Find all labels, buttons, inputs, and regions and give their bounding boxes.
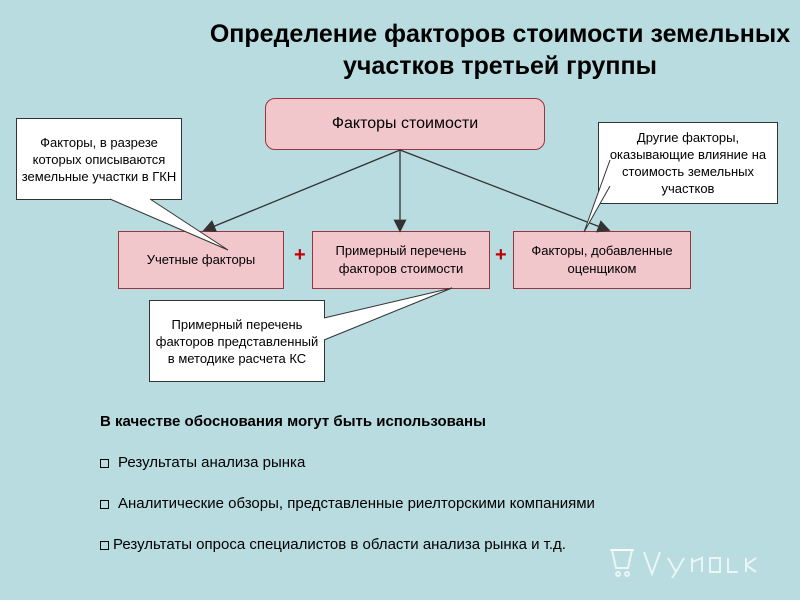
callout-methodology-list: Примерный перечень факторов представленн…: [149, 300, 325, 382]
justification-item-text: Результаты анализа рынка: [118, 454, 306, 471]
value-factors-box: Факторы стоимости: [265, 98, 545, 150]
arrow-to-appraiser-factors: [399, 149, 611, 233]
title-line-2: участков третьей группы: [343, 52, 657, 80]
arrow-to-accounting-factors: [202, 149, 401, 233]
plus-sign-2: +: [495, 244, 507, 266]
justification-item-text: Аналитические обзоры, представленные рие…: [118, 495, 595, 512]
justification-item: Результаты анализа рынка: [100, 453, 780, 473]
checkbox-bullet-icon: [100, 458, 109, 468]
watermark-logo: [610, 549, 757, 578]
justification-item-text: Результаты опроса специалистов в области…: [113, 536, 566, 553]
justification-heading: В качестве обоснования могут быть исполь…: [100, 413, 486, 430]
justification-section: В качестве обоснования могут быть исполь…: [100, 412, 780, 576]
page-title: Определение факторов стоимости земельных…: [160, 18, 800, 82]
callout-gkn-factors: Факторы, в разрезе которых описываются з…: [16, 118, 182, 200]
checkbox-bullet-icon: [100, 540, 109, 550]
justification-item: Аналитические обзоры, представленные рие…: [100, 494, 780, 514]
appraiser-added-factors-box: Факторы, добавленные оценщиком: [513, 231, 691, 289]
plus-sign-1: +: [294, 244, 306, 266]
checkbox-bullet-icon: [100, 499, 109, 509]
title-line-1: Определение факторов стоимости земельных: [209, 20, 791, 48]
callout-other-factors: Другие факторы, оказывающие влияние на с…: [598, 122, 778, 204]
justification-item: Результаты опроса специалистов в области…: [100, 535, 780, 555]
